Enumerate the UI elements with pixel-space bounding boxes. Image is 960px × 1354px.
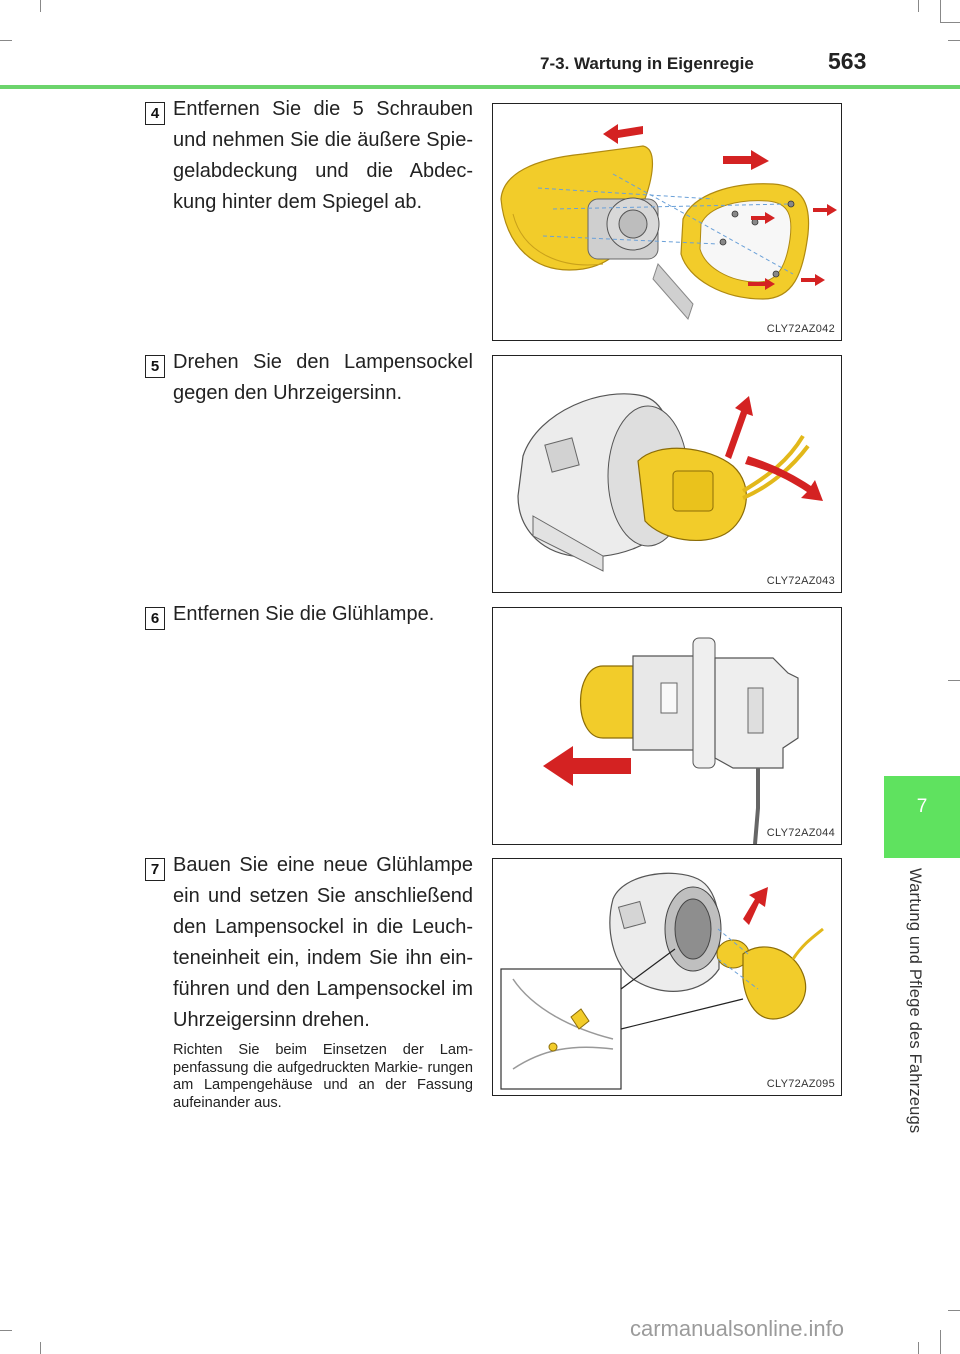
figure-install-bulb: CLY72AZ095 [492,858,842,1096]
crop-mark [940,1330,941,1354]
figure-code: CLY72AZ043 [766,575,835,587]
mirror-cover-illustration [500,124,837,320]
crop-mark [940,22,960,23]
figure-remove-bulb: CLY72AZ044 [492,607,842,845]
figure-code: CLY72AZ042 [766,323,835,335]
crop-mark [948,680,960,681]
watermark-text: carmanualsonline.info [630,1316,845,1341]
chapter-title: Wartung und Pflege des Fahrzeugs [906,868,924,1134]
figure-lamp-socket-rotate: CLY72AZ043 [492,355,842,593]
chapter-number: 7 [916,796,928,817]
step-number-badge: 7 [145,858,165,881]
step-number-badge: 4 [145,102,165,125]
crop-mark [0,40,12,41]
lamp-socket-rotate-illustration [517,393,823,572]
step-number-badge: 6 [145,607,165,630]
crop-mark [40,0,41,12]
figure-mirror-cover: CLY72AZ042 [492,103,842,341]
figure-code: CLY72AZ044 [766,827,835,839]
install-bulb-illustration [500,872,824,1090]
chapter-tab [884,776,960,858]
crop-mark [918,0,919,12]
step-instruction: Bauen Sie eine neue Glühlampe ein und se… [173,854,473,1031]
step-number-badge: 5 [145,355,165,378]
crop-mark [918,1342,919,1354]
header-rule [0,85,960,89]
crop-mark [40,1342,41,1354]
step-instruction: Drehen Sie den Lampensockel gegen den Uh… [173,351,473,404]
figure-code: CLY72AZ095 [766,1078,835,1090]
step-instruction: Entfernen Sie die Glühlampe. [173,603,435,625]
step-instruction: Entfernen Sie die 5 Schrauben und nehmen… [173,98,473,213]
remove-bulb-illustration [543,637,799,844]
page-number: 563 [828,48,867,74]
crop-mark [940,0,941,22]
crop-mark [948,40,960,41]
crop-mark [948,1310,960,1311]
crop-mark [0,1330,12,1331]
step-note: Richten Sie beim Einsetzen der Lam- penf… [173,1042,473,1111]
section-title: 7-3. Wartung in Eigenregie [540,54,754,73]
